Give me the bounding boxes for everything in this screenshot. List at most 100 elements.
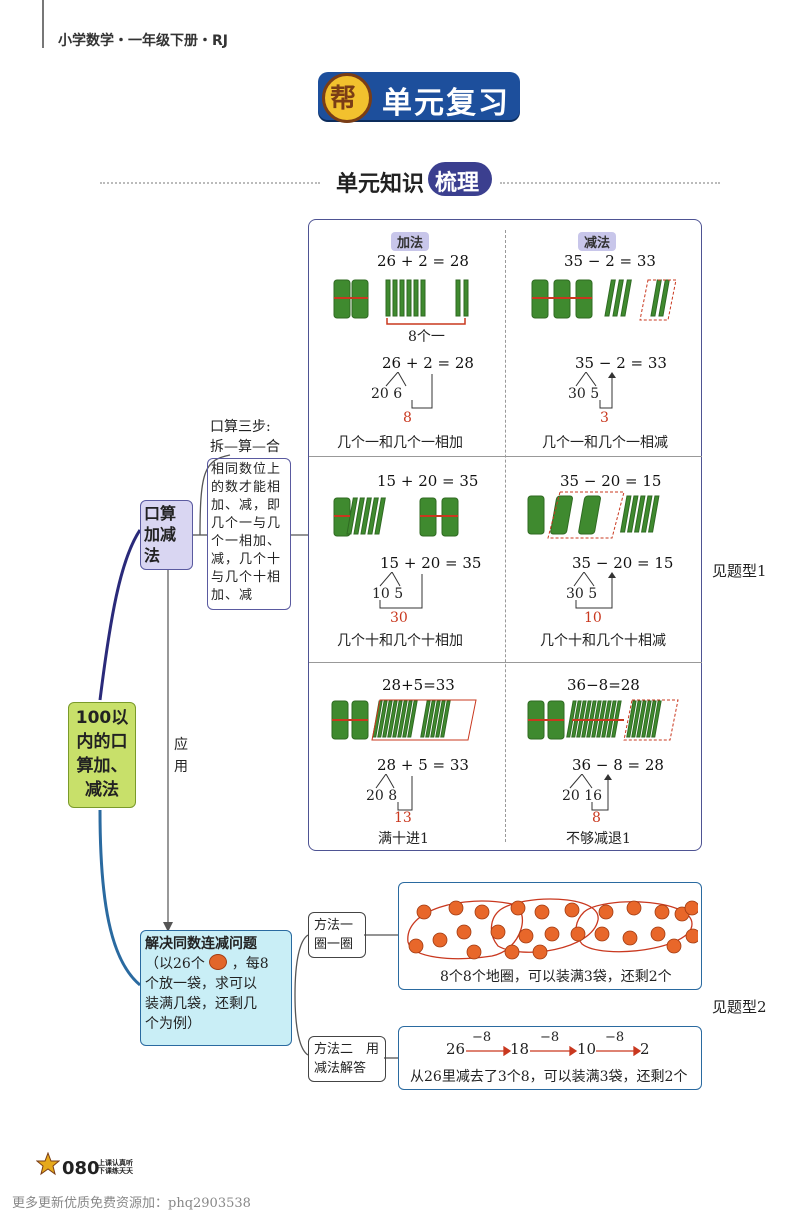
- rule-line: 的数才能相: [211, 480, 282, 495]
- highlight-pill: [428, 162, 492, 196]
- see-type2: 见题型2: [712, 998, 767, 1016]
- chain-2: 2: [640, 1040, 650, 1058]
- method2-label-box: 方法二 用 减法解答: [308, 1036, 386, 1082]
- method2-caption: 从26里减去了3个8，可以装满3袋，还剩2个: [410, 1069, 688, 1085]
- dotted-rule-left: [100, 182, 320, 184]
- cell4-sticks: [524, 490, 684, 544]
- unit-review-title: 单元复习: [382, 86, 510, 121]
- book-title: 小学数学・一年级下册・RJ: [58, 33, 228, 49]
- dotted-rule-right: [500, 182, 720, 184]
- cell1-split: 20 6: [371, 386, 403, 402]
- cell1-eq: 26 + 2 = 28: [382, 354, 474, 372]
- cell5-eq: 28 + 5 = 33: [377, 756, 469, 774]
- oral-calc-node: 口算 加减 法: [140, 500, 193, 570]
- node2-line-b: ，每8: [231, 956, 269, 972]
- slogan-line: 上课认真听: [98, 1159, 133, 1167]
- watermark: 更多更新优质免费资源加：phq2903538: [12, 1196, 251, 1211]
- grid-row-divider: [309, 456, 702, 457]
- rule-line: 加、减，即: [211, 498, 282, 513]
- rule-line: 个一相加、: [211, 534, 282, 549]
- cell2-top-eq: 35 − 2 = 33: [564, 252, 656, 270]
- cell1-brace: [386, 318, 466, 325]
- cell6-split-lines: [569, 774, 612, 811]
- cell2-split: 30 5: [568, 386, 600, 402]
- cell4-top-eq: 35 − 20 = 15: [560, 472, 662, 490]
- method2-box: [398, 1026, 702, 1090]
- node2-line: （以26个 ，每8: [145, 954, 287, 974]
- apply-char: 用: [174, 759, 188, 775]
- node-line: 口算: [144, 504, 177, 523]
- cell3-split: 10 5: [372, 586, 404, 602]
- method2-label-line: 减法解答: [314, 1061, 367, 1076]
- node2-line: 装满几袋，还剩几: [145, 996, 257, 1012]
- page-number: 080: [62, 1158, 100, 1179]
- grid-column-divider: [505, 230, 506, 842]
- apply-label: 应 用: [174, 734, 188, 778]
- cell1-sticks: [330, 276, 480, 326]
- rule-line: 与几个十相: [211, 570, 282, 585]
- cell3-result: 30: [390, 610, 408, 626]
- method1-label-box: 方法一 圈一圈: [308, 912, 366, 958]
- cell5-caption: 满十进1: [378, 831, 429, 847]
- cell4-caption: 几个十和几个十相减: [540, 633, 666, 649]
- addition-tag: 加法: [391, 232, 430, 251]
- node2-line-a: （以26个: [145, 956, 205, 972]
- cell3-sticks: [330, 494, 480, 544]
- cell3-eq: 15 + 20 = 35: [380, 554, 482, 572]
- cell6-sticks: [524, 696, 684, 748]
- see-type1: 见题型1: [712, 562, 767, 580]
- rule-line: 几个一与几: [211, 516, 282, 531]
- tomato-circles: [407, 898, 698, 960]
- cell6-caption: 不够减退1: [566, 831, 631, 847]
- rule-line: 相同数位上: [211, 462, 282, 477]
- root-node: 100以 内的口 算加、 减法: [68, 702, 136, 808]
- cell5-top-eq: 28+5=33: [382, 676, 455, 694]
- footer-slogan: 上课认真听 下课练天天: [98, 1159, 133, 1175]
- cell1-caption: 几个一和几个一相加: [337, 435, 463, 451]
- step-label: −8: [540, 1030, 560, 1045]
- mascot-star-icon: [35, 1151, 61, 1176]
- cell6-split: 20 16: [562, 788, 603, 804]
- steps-line2: 拆—算—合: [210, 439, 280, 455]
- tomato-icon: [209, 954, 228, 970]
- three-steps: 口算三步: 拆—算—合: [210, 417, 280, 457]
- cell4-split: 30 5: [566, 586, 598, 602]
- method1-box: [398, 882, 702, 990]
- cell5-split: 20 8: [366, 788, 398, 804]
- cell4-result: 10: [584, 610, 602, 626]
- badge-circle-char: 帮: [330, 84, 357, 114]
- method2-label-line: 方法二 用: [314, 1042, 380, 1057]
- node-line: 法: [144, 546, 161, 565]
- cell6-eq: 36 − 8 = 28: [572, 756, 664, 774]
- step-label: −8: [605, 1030, 625, 1045]
- method1-label-line: 方法一: [314, 918, 354, 933]
- rule-line: 减，几个十: [211, 552, 282, 567]
- same-number-subtract-node: 解决同数连减问题 （以26个 ，每8 个放一袋，求可以 装满几袋，还剩几 个为例…: [140, 930, 292, 1046]
- rule-box: 相同数位上 的数才能相 加、减，即 几个一与几 个一相加、 减，几个十 与几个十…: [207, 458, 291, 610]
- rule-line: 加、减: [211, 588, 254, 603]
- root-line: 减法: [85, 780, 119, 800]
- cell4-split-lines: [573, 572, 616, 609]
- method1-caption: 8个8个地圈，可以装满3袋，还剩2个: [440, 969, 672, 985]
- section-title: 单元知识: [336, 172, 425, 197]
- slogan-line: 下课练天天: [98, 1167, 133, 1175]
- cell6-top-eq: 36−8=28: [567, 676, 640, 694]
- badge-circle: [322, 73, 372, 123]
- calc-grid: [308, 219, 702, 851]
- cell5-split-lines: [375, 774, 413, 811]
- node2-title: 解决同数连减问题: [145, 936, 257, 952]
- cell1-result: 8: [403, 410, 412, 426]
- chain-18: 18: [510, 1040, 530, 1058]
- method1-label-line: 圈一圈: [314, 937, 354, 952]
- cell2-result: 3: [600, 410, 609, 426]
- grid-row-divider: [309, 662, 702, 663]
- root-line: 100以: [75, 708, 129, 728]
- root-line: 内的口: [76, 732, 128, 752]
- node2-line: 个放一袋，求可以: [145, 976, 257, 992]
- cell2-sticks: [528, 276, 688, 326]
- cell6-result: 8: [592, 810, 601, 826]
- cell2-split-lines: [575, 372, 616, 409]
- header-rule: [42, 0, 44, 48]
- cell3-split-lines: [379, 572, 423, 609]
